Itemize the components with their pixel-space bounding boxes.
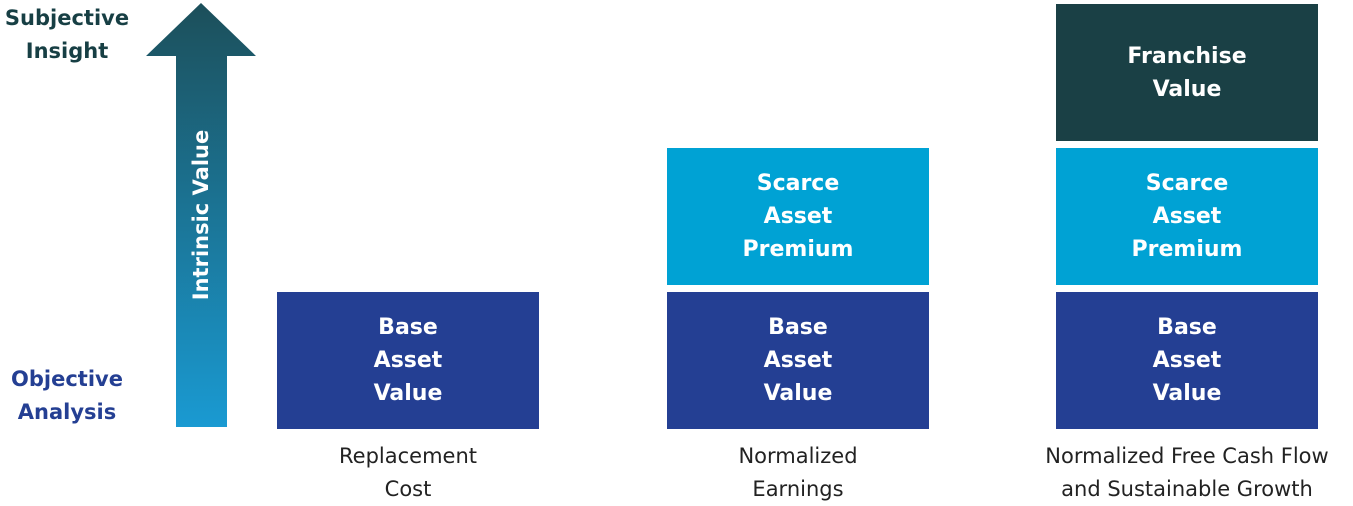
objective-analysis-label: Objective Analysis xyxy=(0,363,134,429)
column-label-line: Normalized Free Cash Flow xyxy=(1045,444,1329,468)
block-line: Franchise xyxy=(1127,43,1247,69)
block-line: Value xyxy=(1152,76,1222,102)
column-label-line: and Sustainable Growth xyxy=(1061,477,1313,501)
block-line: Scarce xyxy=(756,171,840,196)
replacement-cost-label: Replacement Cost xyxy=(277,440,539,506)
base-asset-value-block: Base Asset Value xyxy=(277,292,539,429)
base-asset-value-block: Base Asset Value xyxy=(1056,292,1318,429)
block-line: Premium xyxy=(1131,237,1243,262)
block-line: Asset xyxy=(373,348,443,373)
block-line: Asset xyxy=(1152,348,1222,373)
intrinsic-value-arrow: Intrinsic Value xyxy=(146,3,256,427)
block-line: Asset xyxy=(763,348,833,373)
subjective-insight-line-2: Insight xyxy=(25,39,109,63)
column-label-line: Earnings xyxy=(752,477,844,501)
scarce-asset-premium-block: Scarce Asset Premium xyxy=(667,148,929,285)
normalized-fcf-sustainable-growth-label: Normalized Free Cash Flow and Sustainabl… xyxy=(1008,440,1353,506)
column-label-line: Cost xyxy=(384,477,432,501)
intrinsic-value-label: Intrinsic Value xyxy=(189,130,213,300)
block-line: Base xyxy=(378,315,438,340)
base-asset-value-block: Base Asset Value xyxy=(667,292,929,429)
arrow-up-icon xyxy=(146,3,256,427)
block-line: Base xyxy=(1157,315,1217,340)
scarce-asset-premium-block: Scarce Asset Premium xyxy=(1056,148,1318,285)
block-line: Base xyxy=(768,315,828,340)
objective-analysis-line-2: Analysis xyxy=(17,400,117,424)
block-line: Asset xyxy=(763,204,833,229)
column-label-line: Normalized xyxy=(738,444,858,468)
column-label-line: Replacement xyxy=(339,444,477,468)
subjective-insight-label: Subjective Insight xyxy=(0,2,134,68)
franchise-value-block: Franchise Value xyxy=(1056,4,1318,141)
block-line: Premium xyxy=(742,237,854,262)
block-line: Value xyxy=(763,381,833,406)
normalized-earnings-label: Normalized Earnings xyxy=(667,440,929,506)
block-line: Value xyxy=(373,381,443,406)
block-line: Value xyxy=(1152,381,1222,406)
block-line: Asset xyxy=(1152,204,1222,229)
subjective-insight-line-1: Subjective xyxy=(4,6,130,30)
objective-analysis-line-1: Objective xyxy=(11,367,123,391)
block-line: Scarce xyxy=(1145,171,1229,196)
